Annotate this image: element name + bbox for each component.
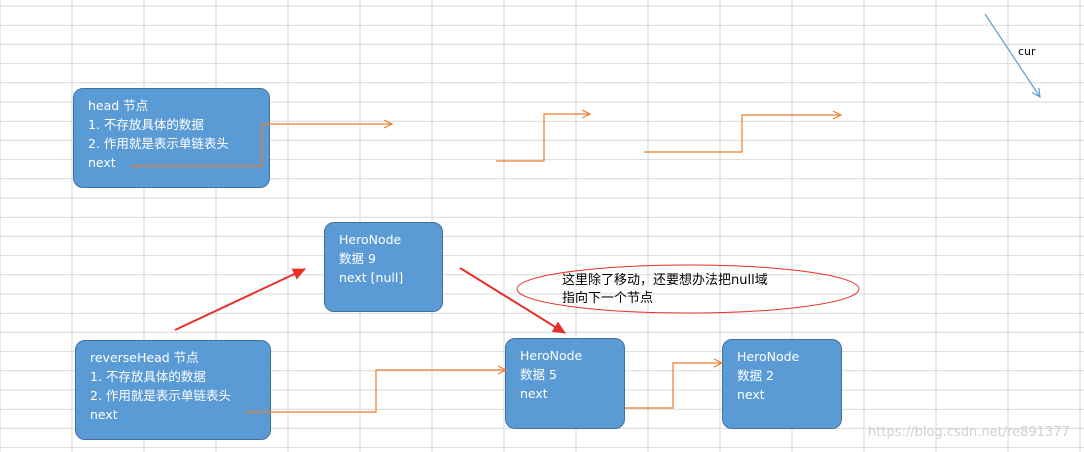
head-node-desc-2: 2. 作用就是表示单链表头 <box>88 136 229 151</box>
hero-node-9-data: 数据 9 <box>339 251 376 266</box>
head-node-title: head 节点 <box>88 98 149 113</box>
hero-node-5: HeroNode 数据 5 next <box>505 338 625 429</box>
head-node-desc-1: 1. 不存放具体的数据 <box>88 117 204 132</box>
hero-node-9-title: HeroNode <box>339 232 402 247</box>
hero-node-2-title: HeroNode <box>737 349 800 364</box>
hero-node-2-data: 数据 2 <box>737 368 774 383</box>
watermark: https://blog.csdn.net/re891377 <box>868 425 1070 440</box>
hero-node-5-title: HeroNode <box>520 348 583 363</box>
head-node: head 节点 1. 不存放具体的数据 2. 作用就是表示单链表头 next <box>73 88 270 188</box>
note-line-2: 指向下一个节点 <box>562 291 654 306</box>
hero-node-2: HeroNode 数据 2 next <box>722 339 842 429</box>
hero-node-5-next: next <box>520 386 548 401</box>
head-node-next: next <box>88 155 116 170</box>
hero-node-9-next: next [null] <box>339 270 404 285</box>
hero-node-5-data: 数据 5 <box>520 367 557 382</box>
note-text: 这里除了移动，还要想办法把null域 指向下一个节点 <box>562 272 768 308</box>
reverse-head-node: reverseHead 节点 1. 不存放具体的数据 2. 作用就是表示单链表头… <box>75 340 271 440</box>
reverse-head-title: reverseHead 节点 <box>90 350 199 365</box>
cur-label: cur <box>1018 45 1036 58</box>
reverse-head-desc-2: 2. 作用就是表示单链表头 <box>90 388 231 403</box>
hero-node-9: HeroNode 数据 9 next [null] <box>324 222 443 312</box>
note-line-1: 这里除了移动，还要想办法把null域 <box>562 273 768 288</box>
reverse-head-next: next <box>90 407 118 422</box>
hero-node-2-next: next <box>737 387 765 402</box>
reverse-head-desc-1: 1. 不存放具体的数据 <box>90 369 206 384</box>
